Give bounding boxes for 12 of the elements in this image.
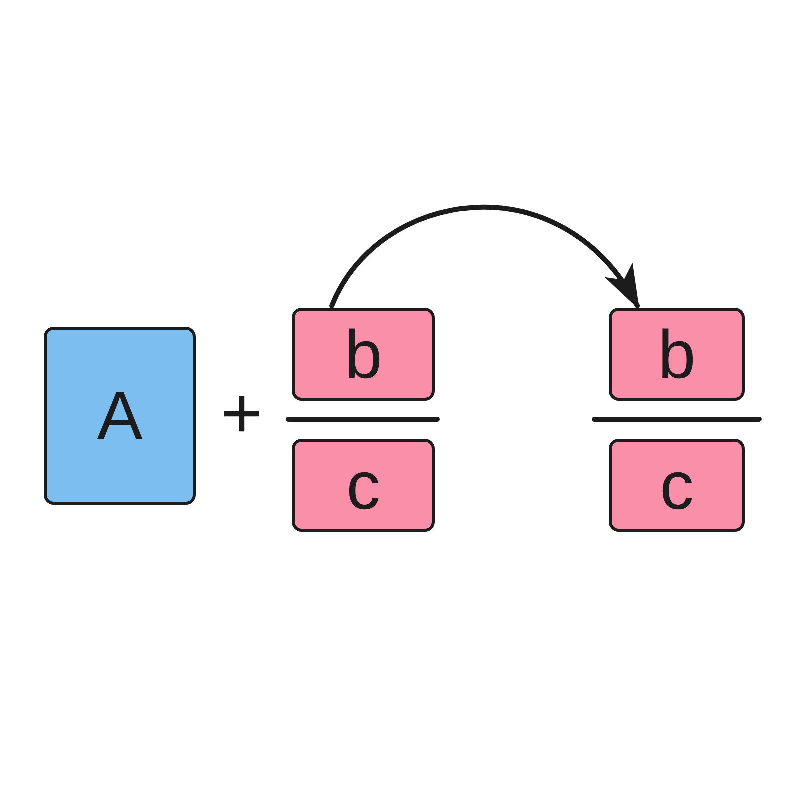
- numerator-box: [292, 308, 435, 401]
- variable-letter: A: [97, 382, 143, 450]
- variable-letter: b: [658, 320, 696, 388]
- plus-sign: +: [220, 378, 264, 450]
- denominator-box: [609, 439, 745, 532]
- denominator-box: [292, 439, 435, 532]
- variable-letter: b: [344, 320, 382, 388]
- curved-arrow: [330, 205, 640, 310]
- variable-letter: c: [660, 452, 694, 520]
- term-box: [44, 327, 196, 505]
- variable-letter: c: [346, 452, 380, 520]
- numerator-box: [609, 308, 745, 401]
